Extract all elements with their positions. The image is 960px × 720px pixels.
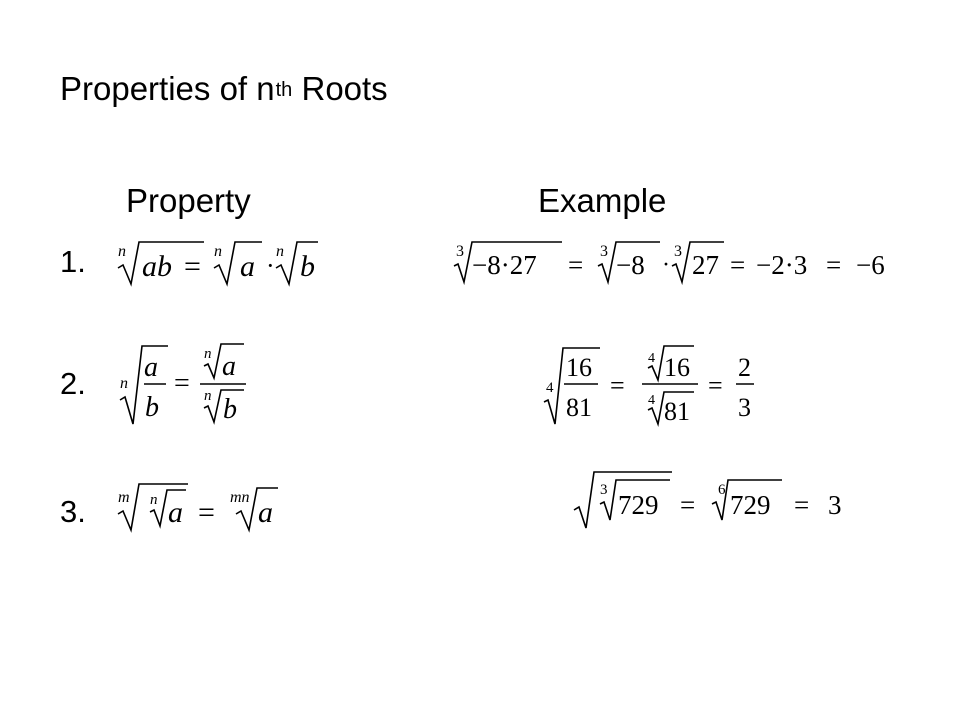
e1-intermediate: −2·3	[756, 250, 807, 280]
example-3-formula: 3 729 = 6 729 = 3	[573, 471, 842, 529]
p2-rhs-num: a	[222, 351, 236, 382]
p1-rhs-index-a: n	[214, 243, 222, 260]
p2-equals: =	[174, 368, 190, 399]
p2-lhs-index: n	[120, 375, 128, 392]
p1-rhs-index-b: n	[276, 243, 284, 260]
e3-equals-2: =	[794, 490, 809, 520]
e2-rhs-num: 16	[664, 353, 690, 382]
example-column-header: Example	[538, 182, 667, 219]
e1-equals-2: =	[730, 250, 745, 280]
property-2-formula: n a b = n a n b	[119, 343, 246, 425]
e1-root-1: −8	[616, 250, 645, 280]
e3-equals-1: =	[680, 490, 695, 520]
e2-rhs-den-index: 4	[648, 393, 655, 408]
e1-index-2: 3	[600, 243, 608, 260]
e3-rhs-index: 6	[718, 482, 726, 498]
e2-result-num: 2	[738, 353, 751, 382]
p3-inner-index: n	[150, 492, 158, 508]
p1-dot: ·	[266, 251, 275, 280]
title-text: Properties of n	[60, 70, 275, 107]
p3-lhs-radicand: a	[168, 496, 183, 529]
e1-equals-3: =	[826, 250, 841, 280]
e2-rhs-den: 81	[664, 397, 690, 426]
property-3-formula: m n a = mn a	[117, 483, 278, 533]
e1-equals-1: =	[568, 250, 583, 280]
e2-equals-1: =	[610, 371, 625, 400]
p1-lhs-radicand: ab	[142, 250, 172, 283]
e2-lhs-index: 4	[546, 380, 554, 396]
property-column-header: Property	[126, 182, 251, 219]
title-suffix: Roots	[292, 70, 388, 107]
e1-result: −6	[856, 250, 885, 280]
p2-lhs-den: b	[145, 392, 159, 423]
p3-rhs-radicand: a	[258, 496, 273, 529]
example-1-formula: 3 −8·27 = 3 −8 · 3 27 = −2·3 = −6	[453, 241, 885, 286]
p3-rhs-index: mn	[230, 489, 250, 506]
p3-equals: =	[198, 496, 215, 529]
e2-rhs-num-index: 4	[648, 351, 655, 366]
e2-lhs-den: 81	[566, 393, 592, 422]
example-2-formula: 4 16 81 = 4 16 4 81 = 2 3	[543, 345, 754, 427]
p2-rhs-den-index: n	[204, 388, 212, 404]
p3-outer-index: m	[118, 489, 130, 506]
row-number-3: 3.	[60, 494, 86, 529]
p1-equals: =	[184, 250, 201, 283]
p2-rhs-num-index: n	[204, 346, 212, 362]
e1-index-3: 3	[674, 243, 682, 260]
p2-rhs-den: b	[223, 394, 237, 425]
e2-lhs-num: 16	[566, 353, 592, 382]
property-1-formula: n ab = n a · n b	[117, 241, 318, 287]
row-number-1: 1.	[60, 244, 86, 279]
e3-lhs-radicand: 729	[618, 490, 659, 520]
e1-index-1: 3	[456, 243, 464, 260]
e3-result: 3	[828, 490, 842, 520]
e1-dot: ·	[662, 252, 670, 278]
e2-result-den: 3	[738, 393, 751, 422]
e3-inner-index: 3	[600, 482, 608, 498]
title-superscript: th	[275, 79, 293, 101]
e1-radicand: −8·27	[472, 250, 537, 280]
p2-lhs-num: a	[144, 352, 158, 383]
e1-root-2: 27	[692, 250, 719, 280]
e2-equals-2: =	[708, 371, 723, 400]
p1-rhs-b: b	[300, 250, 315, 283]
slide-title: Properties of nth Roots	[60, 70, 388, 108]
p1-rhs-a: a	[240, 250, 255, 283]
row-number-2: 2.	[60, 366, 86, 401]
p1-lhs-index: n	[118, 243, 126, 260]
e3-rhs-radicand: 729	[730, 490, 771, 520]
